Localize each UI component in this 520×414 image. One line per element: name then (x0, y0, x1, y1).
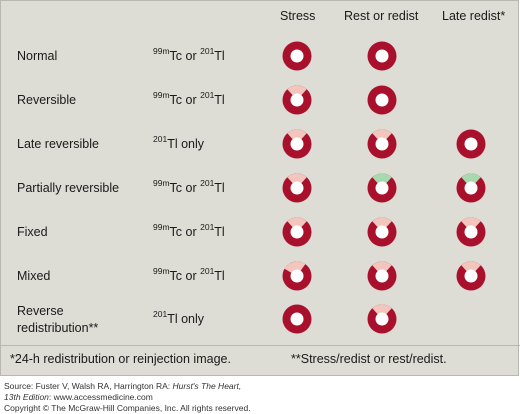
perfusion-ring-late (456, 173, 486, 203)
row-tracer: 99mTc or 201Tl (153, 266, 225, 284)
tracer-text: Tc or (169, 49, 201, 64)
tracer-text: Tc or (169, 269, 201, 284)
tracer-text: Tc or (169, 225, 201, 240)
source-citation: Source: Fuster V, Walsh RA, Harrington R… (4, 381, 241, 392)
perfusion-ring-rest (367, 173, 397, 203)
tracer-isotope-mass: 201 (200, 178, 215, 188)
tracer-isotope-mass: 201 (153, 134, 168, 144)
tracer-isotope-mass: 201 (200, 222, 215, 232)
source-edition-title: 13th Edition (4, 392, 49, 402)
tracer-text: Tl only (167, 312, 205, 327)
source-url: : www.accessmedicine.com (48, 392, 153, 402)
perfusion-ring-rest (367, 261, 397, 291)
perfusion-ring-stress (282, 217, 312, 247)
perfusion-ring-rest (367, 85, 397, 115)
row-tracer: 99mTc or 201Tl (153, 90, 225, 108)
row-tracer: 201Tl only (153, 134, 205, 152)
perfusion-ring-late (456, 261, 486, 291)
tracer-isotope-mass: 201 (200, 266, 215, 276)
row-label: Partially reversible (17, 181, 120, 195)
tracer-isotope-mass: 99m (153, 46, 170, 56)
row-label: Normal (17, 49, 58, 63)
tracer-isotope-mass: 201 (153, 309, 168, 319)
perfusion-ring-rest (367, 304, 397, 334)
perfusion-ring-rest (367, 41, 397, 71)
copyright-line: Copyright © The McGraw-Hill Companies, I… (4, 403, 251, 413)
tracer-text: Tl (214, 225, 225, 240)
header-late-redist: Late redist* (442, 9, 506, 23)
tracer-text: Tl (214, 181, 225, 196)
tracer-isotope-mass: 201 (200, 46, 215, 56)
tracer-isotope-mass: 201 (200, 90, 215, 100)
row-tracer: 99mTc or 201Tl (153, 46, 225, 64)
header-rest-redist: Rest or redist (344, 9, 419, 23)
perfusion-ring-stress (282, 129, 312, 159)
footnote-late-redist: *24-h redistribution or reinjection imag… (10, 352, 231, 366)
diagram-panel: Stress Rest or redist Late redist* Norma… (0, 0, 520, 376)
row-tracer: 99mTc or 201Tl (153, 222, 225, 240)
row-label: Late reversible (17, 137, 99, 151)
perfusion-ring-stress (282, 261, 312, 291)
tracer-text: Tl only (167, 137, 205, 152)
row-tracer: 201Tl only (153, 309, 205, 327)
row-label: Reversible (17, 93, 77, 107)
footnote-divider (1, 345, 520, 346)
perfusion-ring-stress (282, 41, 312, 71)
header-stress: Stress (280, 9, 316, 23)
perfusion-ring-rest (367, 217, 397, 247)
tracer-isotope-mass: 99m (153, 90, 170, 100)
footnote-reverse-redist: **Stress/redist or rest/redist. (291, 352, 447, 366)
source-prefix: Source: Fuster V, Walsh RA, Harrington R… (4, 381, 173, 391)
tracer-text: Tl (214, 49, 225, 64)
perfusion-ring-stress (282, 173, 312, 203)
tracer-text: Tl (214, 93, 225, 108)
tracer-text: Tc or (169, 181, 201, 196)
perfusion-ring-rest (367, 129, 397, 159)
tracer-text: Tl (214, 269, 225, 284)
row-label: Fixed (17, 225, 48, 239)
perfusion-ring-late (456, 129, 486, 159)
source-edition: 13th Edition: www.accessmedicine.com (4, 392, 153, 403)
tracer-isotope-mass: 99m (153, 222, 170, 232)
tracer-text: Tc or (169, 93, 201, 108)
perfusion-ring-late (456, 217, 486, 247)
perfusion-ring-stress (282, 85, 312, 115)
perfusion-ring-stress (282, 304, 312, 334)
source-book-title: Hurst's The Heart, (172, 381, 242, 391)
row-tracer: 99mTc or 201Tl (153, 178, 225, 196)
tracer-isotope-mass: 99m (153, 178, 170, 188)
tracer-isotope-mass: 99m (153, 266, 170, 276)
row-label: Mixed (17, 269, 51, 283)
